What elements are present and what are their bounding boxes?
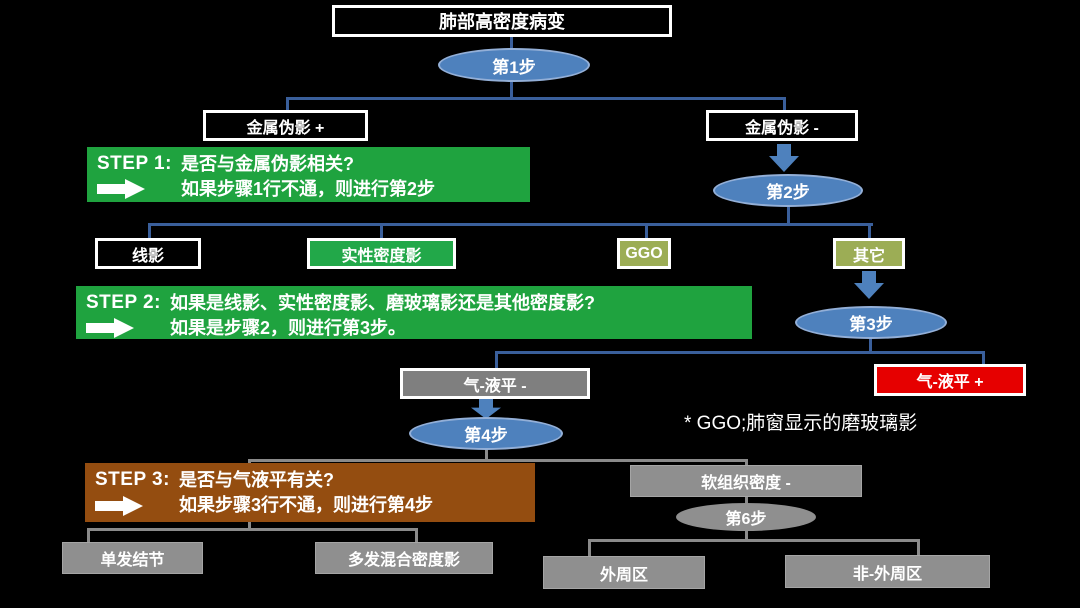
air-fluid-positive-box: 气-液平 + <box>874 364 1026 396</box>
down-arrow-icon <box>769 144 799 172</box>
step3-arrow-cell <box>95 495 179 516</box>
step2-ellipse: 第2步 <box>713 174 863 207</box>
step4-ellipse: 第4步 <box>409 417 563 450</box>
connector-line <box>415 528 418 544</box>
step2-ellipse-label: 第2步 <box>766 183 810 202</box>
connector-line <box>745 529 748 542</box>
non-peripheral-box: 非-外周区 <box>785 555 990 588</box>
right-arrow-icon <box>97 179 145 199</box>
connector-line <box>495 351 498 369</box>
step1-arrow-cell <box>97 179 181 199</box>
peripheral-box: 外周区 <box>543 556 705 589</box>
step4-ellipse-label: 第4步 <box>464 426 508 445</box>
metal-artifact-negative-box: 金属伪影 - <box>706 110 858 141</box>
connector-line <box>286 97 786 100</box>
connector-line <box>495 351 985 354</box>
right-arrow-icon <box>86 318 134 338</box>
connector-line <box>868 223 871 239</box>
single-nodule-box: 单发结节 <box>62 542 203 574</box>
air-fluid-positive-label: 气-液平 + <box>916 374 984 391</box>
connector-line <box>745 496 748 505</box>
step3-ellipse: 第3步 <box>795 306 947 339</box>
step3-note-label: STEP 3: <box>95 469 170 491</box>
metal-artifact-negative-label: 金属伪影 - <box>745 119 819 137</box>
connector-line <box>588 539 920 542</box>
solid-density-label: 实性密度影 <box>341 247 422 265</box>
air-fluid-negative-box: 气-液平 - <box>400 368 590 399</box>
connector-line <box>869 336 872 353</box>
multi-mixed-density-box: 多发混合密度影 <box>315 542 493 574</box>
step1-ellipse: 第1步 <box>438 48 590 82</box>
connector-line <box>87 528 90 544</box>
connector-line <box>286 97 289 111</box>
line-shadow-label: 线影 <box>131 247 164 265</box>
multi-mixed-density-label: 多发混合密度影 <box>347 552 460 569</box>
soft-tissue-negative-label: 软组织密度 - <box>701 475 791 492</box>
step1-note-box: STEP 1: 是否与金属伪影相关? 如果步骤1行不通，则进行第2步 <box>87 147 530 202</box>
connector-line <box>917 539 920 556</box>
down-arrow-icon <box>471 399 501 419</box>
step3-note-instruction: 如果步骤3行不通，则进行第4步 <box>179 495 434 516</box>
other-box: 其它 <box>833 238 905 269</box>
connector-line <box>485 448 488 462</box>
soft-tissue-negative-box: 软组织密度 - <box>630 465 862 497</box>
step2-note-instruction: 如果是步骤2，则进行第3步。 <box>170 317 407 338</box>
ggo-footnote: * GGO;肺窗显示的磨玻璃影 <box>684 413 918 434</box>
step3-ellipse-label: 第3步 <box>849 315 893 334</box>
non-peripheral-label: 非-外周区 <box>852 565 923 583</box>
metal-artifact-positive-box: 金属伪影 + <box>203 110 368 141</box>
connector-line <box>510 36 513 50</box>
step1-ellipse-label: 第1步 <box>492 57 536 77</box>
ggo-box: GGO <box>617 238 671 269</box>
connector-line <box>148 223 873 226</box>
step2-arrow-cell <box>86 318 170 338</box>
title-box: 肺部高密度病变 <box>332 5 672 37</box>
step2-note-label: STEP 2: <box>86 292 161 313</box>
connector-line <box>783 97 786 111</box>
solid-density-box: 实性密度影 <box>307 238 456 269</box>
connector-line <box>745 459 748 467</box>
ggo-label: GGO <box>625 244 663 262</box>
page-title: 肺部高密度病变 <box>439 12 565 32</box>
connector-line <box>645 223 648 239</box>
connector-line <box>87 528 418 531</box>
step3-note-question: 是否与气液平有关? <box>179 469 334 490</box>
line-shadow-box: 线影 <box>95 238 201 269</box>
metal-artifact-positive-label: 金属伪影 + <box>246 119 325 137</box>
right-arrow-icon <box>95 495 143 516</box>
step6-ellipse: 第6步 <box>676 503 816 531</box>
step3-note-box: STEP 3: 是否与气液平有关? 如果步骤3行不通，则进行第4步 <box>85 463 535 522</box>
connector-line <box>510 80 513 99</box>
connector-line <box>588 539 591 557</box>
step1-note-label: STEP 1: <box>97 153 172 174</box>
single-nodule-label: 单发结节 <box>100 552 165 569</box>
step6-ellipse-label: 第6步 <box>725 511 767 528</box>
step2-note-box: STEP 2: 如果是线影、实性密度影、磨玻璃影还是其他密度影? 如果是步骤2，… <box>76 286 752 339</box>
air-fluid-negative-label: 气-液平 - <box>463 377 527 395</box>
step1-note-question: 是否与金属伪影相关? <box>181 153 354 174</box>
down-arrow-icon <box>854 271 884 299</box>
connector-line <box>380 223 383 239</box>
connector-line <box>982 351 985 366</box>
other-label: 其它 <box>852 247 885 265</box>
step2-note-question: 如果是线影、实性密度影、磨玻璃影还是其他密度影? <box>170 292 595 313</box>
connector-line <box>148 223 151 239</box>
connector-line <box>248 459 748 462</box>
step1-note-instruction: 如果步骤1行不通，则进行第2步 <box>181 178 436 199</box>
connector-line <box>787 205 790 226</box>
peripheral-label: 外周区 <box>599 566 648 584</box>
